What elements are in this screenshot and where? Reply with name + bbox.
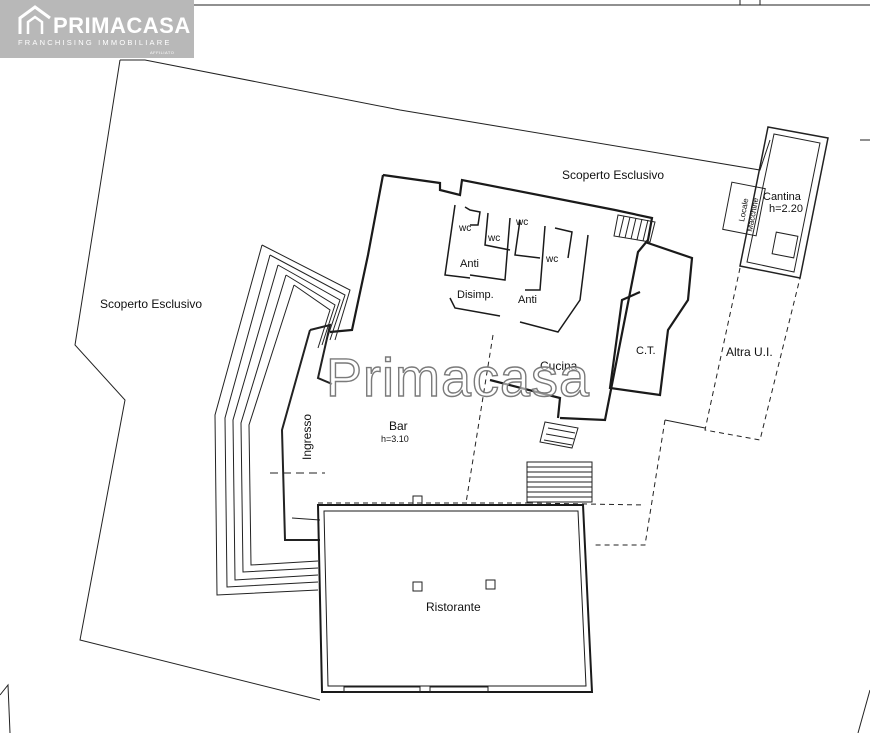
wc-wall bbox=[554, 227, 573, 259]
watermark: Primacasa bbox=[325, 347, 591, 408]
label-bar-height: h=3.10 bbox=[381, 434, 409, 444]
label-ristorante: Ristorante bbox=[426, 600, 481, 614]
altra-wall bbox=[664, 419, 706, 429]
logo-affiliate: AFFILIATO bbox=[150, 50, 175, 55]
cantina-fixture bbox=[771, 231, 799, 259]
label-cucina: Cucina bbox=[540, 359, 578, 373]
ct-wall bbox=[608, 240, 694, 397]
house-logo-icon bbox=[18, 5, 51, 34]
stair-top bbox=[613, 214, 656, 243]
logo-brand: PRIMACASA bbox=[53, 13, 191, 38]
ristorante-inner bbox=[323, 510, 587, 687]
label-ingresso: Ingresso bbox=[300, 414, 314, 460]
label-wc-3: wc bbox=[515, 217, 528, 228]
ingresso-door bbox=[291, 517, 321, 521]
label-disimp: Disimp. bbox=[457, 289, 494, 301]
boundary-bottom-left bbox=[0, 683, 11, 733]
logo: PRIMACASA FRANCHISING IMMOBILIARE AFFILI… bbox=[0, 0, 194, 58]
terrace-dash bbox=[592, 419, 666, 546]
stair-lower bbox=[526, 461, 593, 503]
wc-wall bbox=[484, 212, 511, 251]
boundary-top bbox=[120, 59, 771, 171]
ingresso-outer bbox=[280, 329, 320, 541]
label-wc-1: wc bbox=[458, 223, 471, 234]
dash-right bbox=[527, 502, 646, 506]
column bbox=[412, 581, 423, 592]
cantina-inner bbox=[746, 133, 821, 273]
anti-wall bbox=[519, 234, 589, 333]
label-bar: Bar bbox=[389, 419, 408, 433]
ingresso-wall bbox=[309, 323, 333, 385]
terrace-line bbox=[214, 244, 319, 596]
label-scoperto-left: Scoperto Esclusivo bbox=[100, 297, 202, 311]
terrace-line bbox=[261, 244, 351, 341]
main-wall-top bbox=[382, 173, 654, 422]
ristorante-window bbox=[343, 686, 421, 693]
label-ct: C.T. bbox=[636, 345, 656, 357]
boundary-bottom-right bbox=[857, 689, 870, 733]
dash-diag bbox=[465, 334, 494, 504]
terrace-line bbox=[277, 264, 341, 343]
wc-wall bbox=[469, 217, 511, 281]
label-altra-ui: Altra U.I. bbox=[726, 345, 773, 359]
terrace-line bbox=[248, 284, 319, 566]
stair-kitchen bbox=[539, 421, 579, 449]
ristorante-window bbox=[429, 686, 489, 693]
terrace-line bbox=[293, 284, 331, 349]
wc-wall bbox=[444, 204, 471, 279]
wc-wall bbox=[525, 225, 546, 291]
label-wc-2: wc bbox=[487, 233, 500, 244]
terrace-line bbox=[285, 274, 336, 346]
wc-wall bbox=[514, 219, 541, 259]
label-cantina-height: h=2.20 bbox=[769, 203, 803, 215]
column bbox=[485, 579, 496, 590]
kitchen-wall bbox=[489, 378, 562, 419]
label-anti-2: Anti bbox=[518, 294, 537, 306]
locale-macchine-box bbox=[722, 181, 766, 237]
terrace-line bbox=[232, 264, 319, 581]
terrace-line bbox=[269, 254, 346, 341]
column bbox=[412, 495, 423, 506]
wc-wall bbox=[464, 206, 481, 226]
ristorante-wall bbox=[316, 504, 594, 693]
disimp-wall bbox=[449, 297, 501, 317]
altra-ui-outline bbox=[704, 267, 801, 441]
label-cantina: Cantina bbox=[763, 191, 802, 203]
terrace-line bbox=[224, 254, 319, 588]
label-scoperto-top: Scoperto Esclusivo bbox=[562, 168, 664, 182]
main-wall-left bbox=[329, 174, 385, 334]
label-wc-4: wc bbox=[545, 254, 558, 265]
boundary-left bbox=[74, 59, 321, 701]
label-anti-1: Anti bbox=[460, 258, 479, 270]
logo-subtitle: FRANCHISING IMMOBILIARE bbox=[18, 38, 172, 47]
terrace-line bbox=[240, 274, 319, 573]
